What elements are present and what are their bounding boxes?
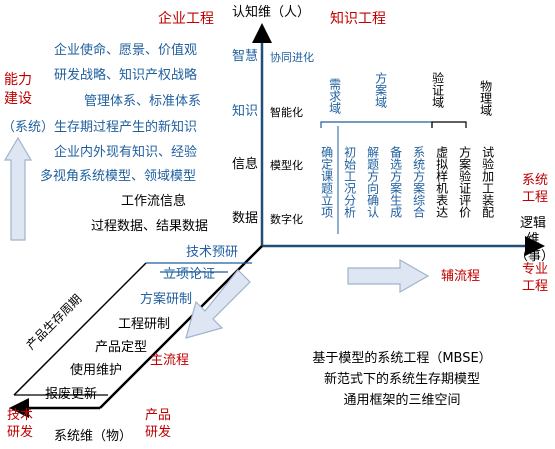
level-knowledge: 知识 (232, 104, 259, 119)
caption-line: 新范式下的系统生存期模型 (323, 372, 480, 387)
logic-step: 虚拟样机表达 (434, 146, 449, 218)
lifecycle-stage: 立项论证 (163, 267, 216, 282)
knowledge-item: 企业使命、愿景、价值观 (54, 43, 198, 58)
level-information: 信息 (232, 157, 259, 172)
lifecycle-line (13, 262, 147, 396)
lifecycle-stage: 产品定型 (95, 340, 148, 355)
knowledge-item: 企业内外现有知识、经验 (54, 145, 198, 160)
level-wisdom: 智慧 (232, 49, 259, 64)
aux-process-arrow (347, 258, 430, 294)
knowledge-item: 多视角系统模型、领域模型 (40, 169, 197, 184)
lifecycle-stage: 方案研制 (140, 292, 193, 307)
cognition-axis-title: 认知维（人） (232, 5, 311, 20)
logic-step: 解题方向确认 (365, 146, 380, 218)
professional-engineering-label: 专业工程 (521, 262, 548, 294)
capability-arrow (3, 136, 33, 241)
logic-axis-title: 逻辑维（事） (515, 216, 555, 264)
enterprise-engineering-label: 企业工程 (158, 11, 214, 27)
domain-requirement: 需求域 (327, 78, 342, 114)
logic-step: 初始工况分析 (342, 146, 357, 218)
domain-verification: 验证域 (430, 72, 445, 108)
level-knowledge-sub: 智能化 (270, 106, 303, 119)
lifecycle-stage: 报废更新 (45, 387, 98, 402)
domain-solution: 方案域 (373, 72, 388, 108)
caption-line: 基于模型的系统工程（MBSE） (312, 351, 492, 366)
main-process-arrow (185, 269, 251, 339)
lifecycle-stage: 使用维护 (70, 363, 123, 378)
knowledge-item: （系统）生存期过程产生的新知识 (2, 120, 198, 135)
product-rd-label: 产品研发 (144, 408, 171, 440)
domain-physical: 物理域 (478, 80, 493, 116)
lifecycle-stage: 工程研制 (118, 317, 171, 332)
logic-step: 备选方案生成 (388, 146, 403, 218)
level-wisdom-sub: 协同进化 (270, 51, 314, 64)
lifecycle-stage: 技术预研 (186, 245, 239, 260)
technology-rd-label: 技术研发 (6, 408, 33, 440)
knowledge-item: 过程数据、结果数据 (91, 219, 209, 234)
aux-process-label: 辅流程 (441, 269, 481, 284)
logic-step: 方案验证评价 (457, 146, 472, 218)
systems-engineering-label: 系统工程 (521, 173, 548, 205)
logic-step: 系统方案综合 (411, 146, 426, 218)
logic-step: 试验加工装配 (480, 146, 495, 218)
logic-step: 确定课题立项 (319, 146, 334, 218)
level-data-sub: 数字化 (270, 213, 303, 226)
caption-line: 通用框架的三维空间 (343, 393, 461, 408)
capability-building-label: 能力建设 (4, 72, 32, 107)
system-axis-title: 系统维（物） (54, 429, 133, 444)
knowledge-item: 管理体系、标准体系 (84, 94, 202, 109)
level-data: 数据 (232, 211, 259, 226)
knowledge-item: 研发战略、知识产权战略 (54, 68, 198, 83)
knowledge-engineering-label: 知识工程 (330, 11, 386, 27)
main-process-label: 主流程 (150, 353, 190, 368)
level-information-sub: 模型化 (270, 159, 303, 172)
knowledge-item: 工作流信息 (121, 194, 187, 209)
